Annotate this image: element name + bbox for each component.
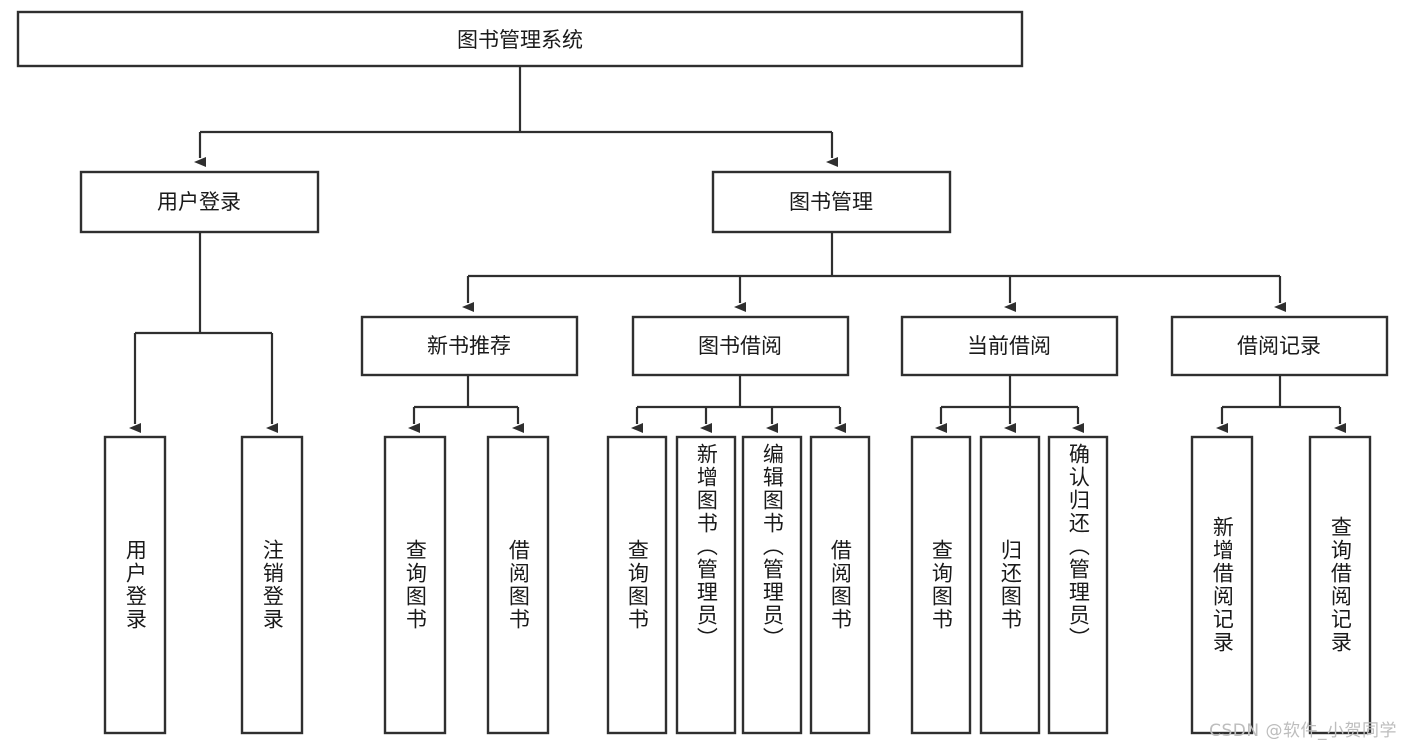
node-borrow-record[interactable]: 借阅记录 xyxy=(1170,315,1389,377)
node-book-manage-box[interactable] xyxy=(711,170,952,234)
node-user-login[interactable]: 用户登录 xyxy=(79,170,320,234)
leaf-box-logout[interactable] xyxy=(240,435,304,735)
node-new-book-recommend-box[interactable] xyxy=(360,315,579,377)
watermark-text: CSDN @软件_小贺同学 xyxy=(1209,721,1397,741)
node-borrow-record-box[interactable] xyxy=(1170,315,1389,377)
connector-group xyxy=(129,66,1346,433)
node-current-borrow-label: 当前借阅 xyxy=(967,334,1051,358)
node-root-box[interactable] xyxy=(16,10,1024,68)
leaf-box-borrow-book-recommend[interactable] xyxy=(486,435,550,735)
leaf-box-query-book-current[interactable] xyxy=(910,435,972,735)
leaf-box-return-book[interactable] xyxy=(979,435,1041,735)
node-new-book-recommend-label: 新书推荐 xyxy=(427,334,511,358)
leaf-box-borrow-book[interactable] xyxy=(809,435,871,735)
leaf-box-edit-book-admin[interactable] xyxy=(741,435,803,735)
node-new-book-recommend[interactable]: 新书推荐 xyxy=(360,315,579,377)
node-book-manage[interactable]: 图书管理 xyxy=(711,170,952,234)
node-book-borrow-label: 图书借阅 xyxy=(698,334,782,358)
node-root[interactable]: 图书管理系统 xyxy=(16,10,1024,68)
node-root-label: 图书管理系统 xyxy=(457,28,583,52)
node-book-borrow[interactable]: 图书借阅 xyxy=(631,315,850,377)
node-current-borrow[interactable]: 当前借阅 xyxy=(900,315,1119,377)
leaf-box-query-book-recommend[interactable] xyxy=(383,435,447,735)
node-user-login-label: 用户登录 xyxy=(157,190,241,214)
leaf-box-user-login[interactable] xyxy=(103,435,167,735)
leaf-box-group xyxy=(103,435,1372,735)
node-borrow-record-label: 借阅记录 xyxy=(1237,334,1321,358)
node-current-borrow-box[interactable] xyxy=(900,315,1119,377)
leaf-box-query-borrow-record[interactable] xyxy=(1308,435,1372,735)
node-user-login-box[interactable] xyxy=(79,170,320,234)
leaf-box-add-borrow-record[interactable] xyxy=(1190,435,1254,735)
node-book-borrow-box[interactable] xyxy=(631,315,850,377)
node-book-manage-label: 图书管理 xyxy=(789,190,873,214)
leaf-box-confirm-return-admin[interactable] xyxy=(1047,435,1109,735)
leaf-box-query-book-borrow[interactable] xyxy=(606,435,668,735)
leaf-box-add-book-admin[interactable] xyxy=(675,435,737,735)
